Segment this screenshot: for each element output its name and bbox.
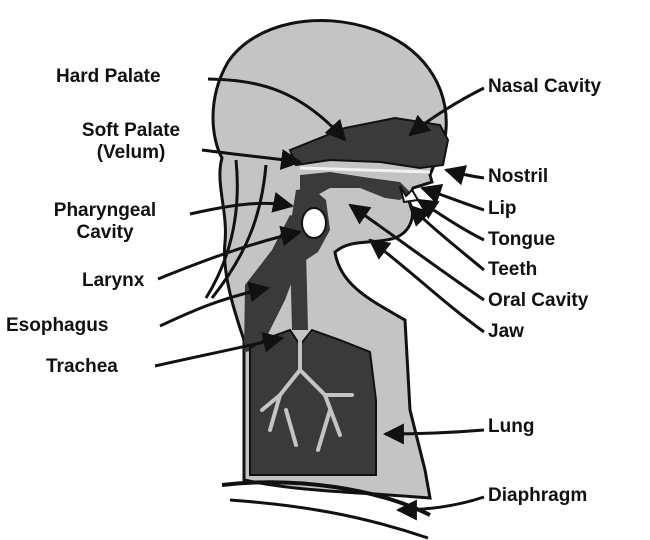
label-nasal-cavity: Nasal Cavity (488, 76, 601, 98)
label-diaphragm: Diaphragm (488, 485, 587, 507)
label-tongue: Tongue (488, 229, 555, 251)
label-teeth: Teeth (488, 259, 537, 281)
trachea-tube (290, 250, 308, 330)
label-trachea: Trachea (46, 356, 118, 378)
label-jaw: Jaw (488, 321, 524, 343)
label-soft-palate: Soft Palate (Velum) (66, 120, 196, 164)
label-pharyngeal-line2: Cavity (30, 222, 180, 244)
label-soft-palate-line1: Soft Palate (66, 120, 196, 142)
label-lung: Lung (488, 416, 534, 438)
larynx-shape (302, 208, 326, 238)
label-nostril: Nostril (488, 166, 548, 188)
label-hard-palate: Hard Palate (56, 66, 161, 88)
label-pharyngeal-line1: Pharyngeal (30, 200, 180, 222)
diaphragm-line-lower (230, 500, 428, 538)
label-soft-palate-line2: (Velum) (66, 142, 196, 164)
label-oral-cavity: Oral Cavity (488, 290, 588, 312)
label-esophagus: Esophagus (6, 315, 108, 337)
label-lip: Lip (488, 198, 517, 220)
label-larynx: Larynx (82, 270, 144, 292)
label-pharyngeal-cavity: Pharyngeal Cavity (30, 200, 180, 244)
